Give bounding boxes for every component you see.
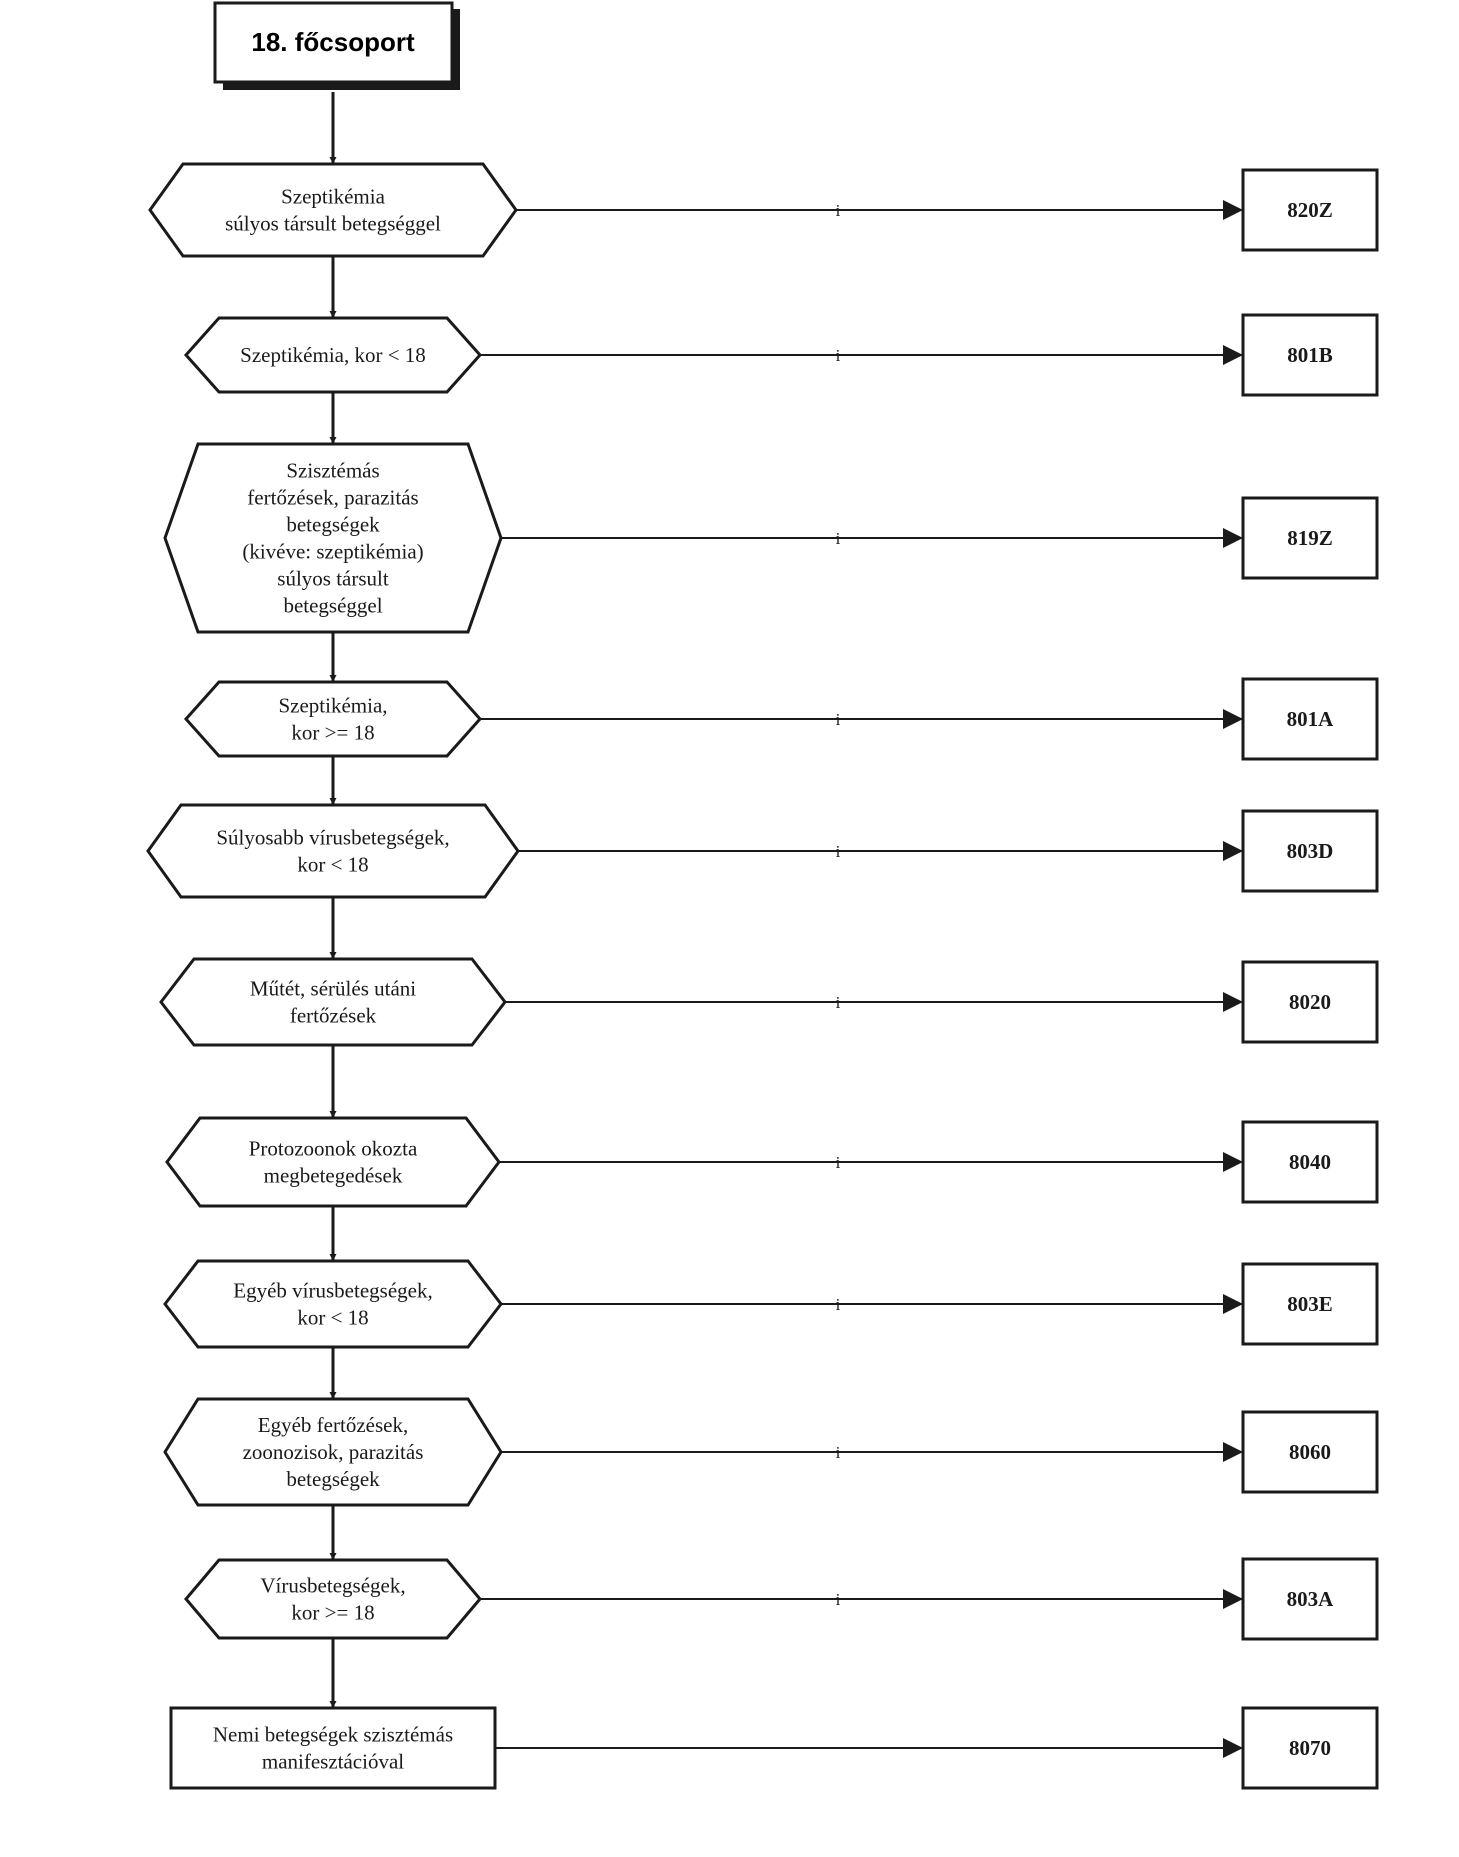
code-box: 801B [1241, 313, 1379, 397]
decision-hexagon [183, 316, 483, 394]
decision-node: Súlyosabb vírusbetegségek, kor < 18 [146, 803, 520, 899]
code-box: 8060 [1241, 1410, 1379, 1494]
decision-label: fertőzések, parazitás [247, 486, 418, 510]
yes-label: i [836, 842, 841, 861]
yes-label: i [836, 1295, 841, 1314]
code-label: 801A [1287, 707, 1335, 731]
decision-label: betegséggel [283, 594, 382, 618]
decision-hexagon [163, 442, 503, 634]
code-label: 8020 [1289, 990, 1331, 1014]
yes-label: i [836, 1443, 841, 1462]
decision-hexagon [163, 1259, 503, 1349]
decision-label: megbetegedések [264, 1164, 403, 1188]
decision-label: súlyos társult betegséggel [225, 212, 441, 236]
code-box-frame [1241, 1557, 1379, 1641]
code-label: 803D [1287, 839, 1334, 863]
decision-hexagon [163, 1397, 503, 1507]
yes-label: i [836, 1153, 841, 1172]
title-text: 18. főcsoport [251, 27, 415, 57]
decision-node: Egyéb vírusbetegségek, kor < 18 [163, 1259, 503, 1349]
decision-node: Szeptikémia, kor < 18 [183, 316, 483, 394]
decision-label: Szeptikémia [281, 185, 385, 209]
decision-node: Vírusbetegségek, kor >= 18 [184, 1558, 482, 1640]
title-box [213, 1, 454, 84]
decision-label: Egyéb vírusbetegségek, [233, 1279, 432, 1303]
code-label: 819Z [1287, 526, 1333, 550]
code-box-frame [1241, 1706, 1379, 1790]
decision-label: Szeptikémia, [278, 694, 387, 718]
decision-label: Egyéb fertőzések, [258, 1413, 408, 1437]
yes-label: i [836, 201, 841, 220]
decision-label: zoonozisok, parazitás [243, 1440, 424, 1464]
code-box-frame [1241, 809, 1379, 893]
code-box-frame [1241, 313, 1379, 397]
decision-label: betegségek [286, 1467, 380, 1491]
decision-label: betegségek [286, 513, 380, 537]
code-box: 803E [1241, 1262, 1379, 1346]
code-box: 801A [1241, 677, 1379, 761]
final-box [169, 1706, 497, 1790]
yes-label: i [836, 1590, 841, 1609]
yes-label: i [836, 346, 841, 365]
code-box-frame [1241, 1262, 1379, 1346]
code-label: 820Z [1287, 198, 1333, 222]
decision-node: Szeptikémia súlyos társult betegséggel [148, 162, 518, 258]
code-box-frame [1241, 168, 1379, 252]
yes-label: i [836, 993, 841, 1012]
decision-hexagon [184, 1558, 482, 1640]
code-box-frame [1241, 496, 1379, 580]
code-label: 801B [1287, 343, 1333, 367]
decision-label: (kivéve: szeptikémia) [242, 540, 423, 564]
decision-label: fertőzések [290, 1004, 377, 1028]
code-label: 8040 [1289, 1150, 1331, 1174]
decision-hexagon [148, 162, 518, 258]
decision-label: Vírusbetegségek, [260, 1574, 405, 1598]
decision-label: Szeptikémia, kor < 18 [240, 343, 426, 367]
decision-label: kor >= 18 [291, 721, 374, 745]
code-box: 8040 [1241, 1120, 1379, 1204]
code-box: 8020 [1241, 960, 1379, 1044]
decision-label: Protozoonok okozta [249, 1137, 418, 1161]
decision-node: Szisztémás fertőzések, parazitás betegsége… [163, 442, 503, 634]
code-box-frame [1241, 1410, 1379, 1494]
code-box-frame [1241, 960, 1379, 1044]
decision-hexagon [146, 803, 520, 899]
decision-node: Protozoonok okozta megbetegedések [165, 1116, 501, 1208]
decision-node: Szeptikémia, kor >= 18 [183, 680, 483, 758]
code-box-frame [1241, 1120, 1379, 1204]
decision-label: kor < 18 [297, 853, 368, 877]
yes-label: i [836, 529, 841, 548]
final-label: manifesztációval [262, 1750, 404, 1774]
code-label: 8070 [1289, 1736, 1331, 1760]
code-label: 803A [1287, 1587, 1335, 1611]
decision-hexagon [165, 1116, 501, 1208]
decision-hexagon [183, 680, 483, 758]
decision-node: Műtét, sérülés utáni fertőzések [159, 957, 507, 1047]
code-label: 803E [1287, 1292, 1333, 1316]
decision-hexagon [159, 957, 507, 1047]
decision-label: kor >= 18 [291, 1601, 374, 1625]
decision-label: súlyos társult [277, 567, 389, 591]
decision-label: kor < 18 [297, 1306, 368, 1330]
yes-label: i [836, 710, 841, 729]
decision-label: Műtét, sérülés utáni [250, 977, 416, 1001]
code-box: 803A [1241, 1557, 1379, 1641]
code-label: 8060 [1289, 1440, 1331, 1464]
decision-node: Egyéb fertőzések, zoonozisok, parazitás be… [163, 1397, 503, 1507]
code-box: 8070 [1241, 1706, 1379, 1790]
final-label: Nemi betegségek szisztémás [213, 1723, 453, 1747]
code-box: 803D [1241, 809, 1379, 893]
decision-label: Súlyosabb vírusbetegségek, [216, 826, 449, 850]
final-node: Nemi betegségek szisztémás manifesztációv… [169, 1706, 497, 1790]
code-box-frame [1241, 677, 1379, 761]
code-box: 820Z [1241, 168, 1379, 252]
decision-label: Szisztémás [286, 459, 379, 483]
code-box: 819Z [1241, 496, 1379, 580]
